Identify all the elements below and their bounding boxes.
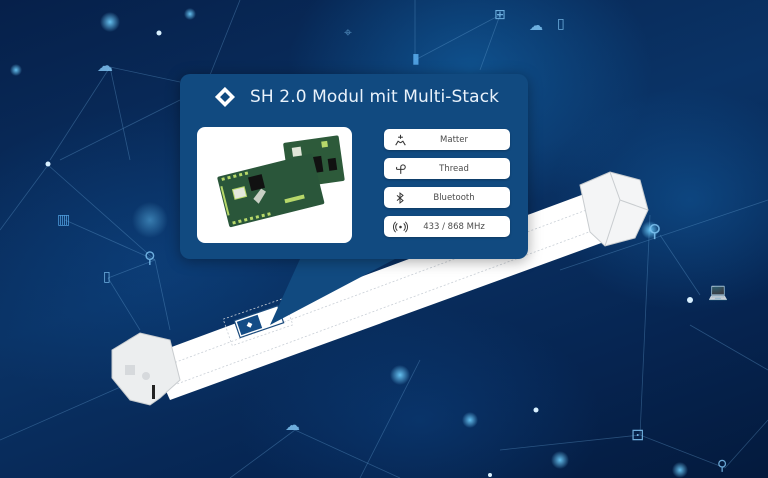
phone-icon: ▯	[103, 269, 111, 285]
location-icon: ⌖	[344, 25, 352, 41]
battery-icon: ▥	[57, 212, 71, 228]
feature-thread: Thread	[384, 158, 510, 179]
laptop-icon: 💻	[708, 282, 728, 301]
diamond-logo-icon	[215, 87, 235, 107]
search-icon: ⚲	[717, 458, 728, 474]
bluetooth-icon	[392, 190, 408, 205]
thread-icon	[392, 161, 408, 176]
window-icon: ⊞	[494, 7, 506, 23]
cloud-icon: ☁	[529, 18, 543, 34]
protocol-feature-list: Matter Thread Bluetooth 433 / 868 MHz	[384, 129, 510, 237]
thermostat-icon: ▮	[412, 51, 420, 67]
module-circuit-boards-image	[217, 135, 345, 228]
callout-tail	[270, 259, 395, 325]
callout-header: SH 2.0 Modul mit Multi-Stack	[214, 86, 499, 108]
phone-icon: ▯	[557, 16, 565, 32]
feature-radio-frequency: 433 / 868 MHz	[384, 216, 510, 237]
radio-waves-icon	[392, 219, 408, 234]
socket-icon: ⊡	[631, 425, 645, 444]
matter-icon	[392, 132, 408, 147]
module-callout-panel: SH 2.0 Modul mit Multi-Stack	[180, 74, 528, 259]
product-image-card	[197, 127, 352, 243]
cloud-icon: ☁	[97, 56, 113, 75]
callout-title: SH 2.0 Modul mit Multi-Stack	[250, 87, 500, 107]
feature-matter: Matter	[384, 129, 510, 150]
search-icon: ⚲	[648, 221, 662, 242]
search-icon: ⚲	[144, 248, 156, 267]
cloud-icon: ☁	[285, 416, 300, 434]
feature-bluetooth: Bluetooth	[384, 187, 510, 208]
